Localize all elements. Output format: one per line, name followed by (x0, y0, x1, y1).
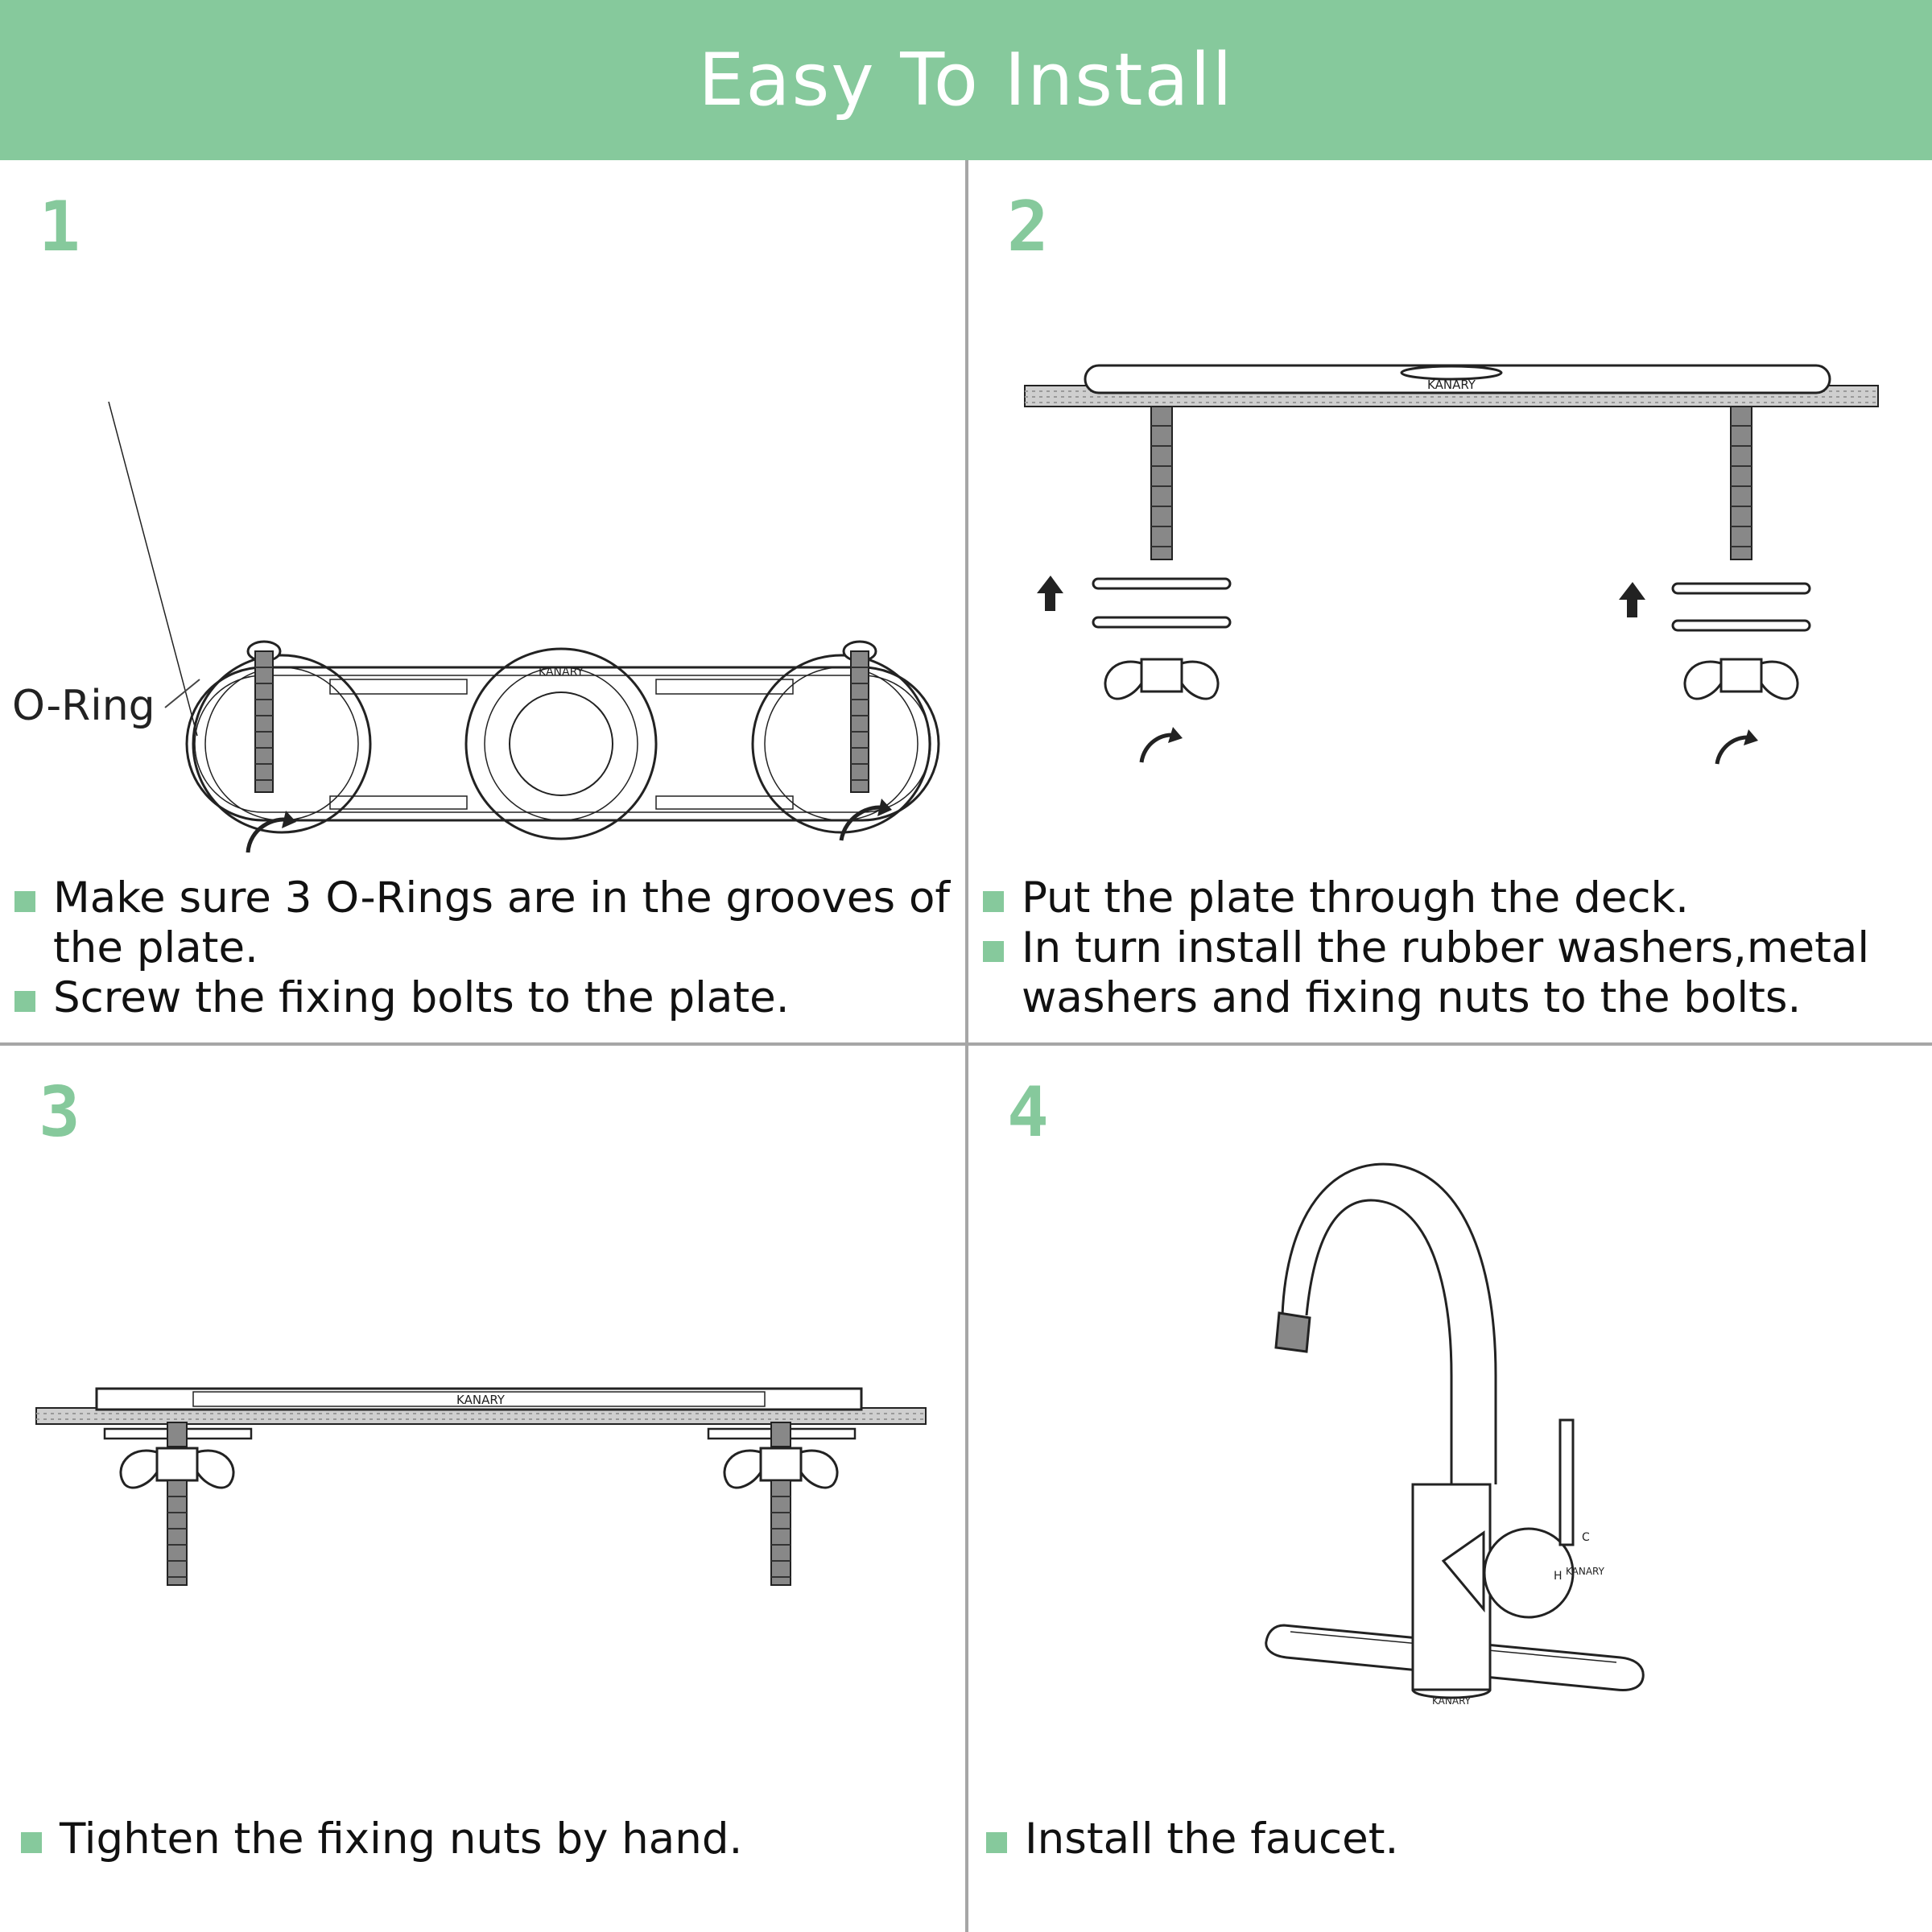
faucet-handle (1483, 1527, 1575, 1619)
tighten-nuts-illustration: KANARY (35, 1387, 927, 1586)
bullet-icon (14, 891, 35, 912)
up-arrow-icon (1619, 582, 1645, 617)
step-number: 1 (39, 187, 80, 267)
list-item: Install the faucet. (986, 1814, 1924, 1864)
handle-brand-label: KANARY (1566, 1566, 1605, 1577)
deck (35, 1407, 927, 1425)
vertical-divider (965, 160, 968, 1932)
list-item: In turn install the rubber washers,metal… (983, 923, 1924, 1023)
rubber-washer (1671, 582, 1811, 595)
fixing-bolt-right (1730, 406, 1752, 560)
step-3-instructions: Tighten the fixing nuts by hand. (21, 1814, 957, 1864)
plate-through-deck-illustration: KANARY (1024, 364, 1879, 765)
wing-nut (1104, 658, 1220, 700)
fixing-bolt-left (167, 1422, 188, 1586)
plate-brand-label: KANARY (456, 1393, 506, 1407)
fixing-bolt-left (246, 640, 282, 793)
page-title: Easy To Install (698, 38, 1234, 122)
list-item: Put the plate through the deck. (983, 873, 1924, 923)
list-item: Screw the fixing bolts to the plate. (14, 973, 957, 1023)
wing-nut (1683, 658, 1799, 700)
o-ring-left (192, 654, 372, 834)
bullet-icon (986, 1832, 1007, 1853)
list-item: Tighten the fixing nuts by hand. (21, 1814, 957, 1864)
plate-brand-label: KANARY (1427, 378, 1476, 392)
wing-nut (119, 1447, 235, 1489)
handle-lever (1558, 1418, 1575, 1546)
o-ring-callout: O-Ring (12, 682, 155, 730)
list-item: Make sure 3 O-Rings are in the grooves o… (14, 873, 957, 973)
metal-washer (1092, 616, 1232, 629)
step-4-panel: 4 C H KANARY KANARY Install the faucet. (968, 1046, 1932, 1932)
step-number: 3 (39, 1072, 80, 1153)
step-2-instructions: Put the plate through the deck. In turn … (983, 873, 1924, 1023)
bullet-icon (983, 941, 1004, 962)
cover-plate (185, 666, 940, 822)
installed-faucet-illustration: C H KANARY KANARY (1265, 1162, 1645, 1707)
plate-brand-label: KANARY (539, 666, 584, 679)
faucet-spout (1305, 1199, 1453, 1484)
cold-label: C (1582, 1531, 1590, 1544)
fixing-bolt-left (1150, 406, 1173, 560)
step-1-panel: 1 KANARY (0, 160, 965, 1042)
aerator (1274, 1311, 1311, 1353)
o-ring-right (751, 654, 931, 834)
step-number: 4 (1007, 1072, 1049, 1153)
rubber-washer (1092, 577, 1232, 590)
step-2-panel: 2 KANARY Put the pl (968, 160, 1932, 1042)
cover-plate-bolts-illustration: KANARY O-Ring (12, 402, 940, 853)
horizontal-divider (0, 1042, 1932, 1046)
bullet-icon (14, 991, 35, 1012)
plate-brand-label: KANARY (1432, 1695, 1472, 1707)
step-number: 2 (1007, 187, 1049, 267)
o-ring-center (464, 647, 658, 840)
step-4-instructions: Install the faucet. (986, 1814, 1924, 1864)
bullet-icon (21, 1832, 42, 1853)
step-3-panel: 3 KANARY Tighten the fixing nuts by hand… (0, 1046, 965, 1932)
fixing-bolt-right (770, 1422, 791, 1586)
bullet-icon (983, 891, 1004, 912)
metal-washer (1671, 619, 1811, 632)
hot-label: H (1554, 1570, 1563, 1583)
wing-nut (723, 1447, 839, 1489)
up-arrow-icon (1037, 576, 1063, 611)
fixing-bolt-right (842, 640, 877, 793)
step-1-instructions: Make sure 3 O-Rings are in the grooves o… (14, 873, 957, 1023)
header-banner: Easy To Install (0, 0, 1932, 160)
